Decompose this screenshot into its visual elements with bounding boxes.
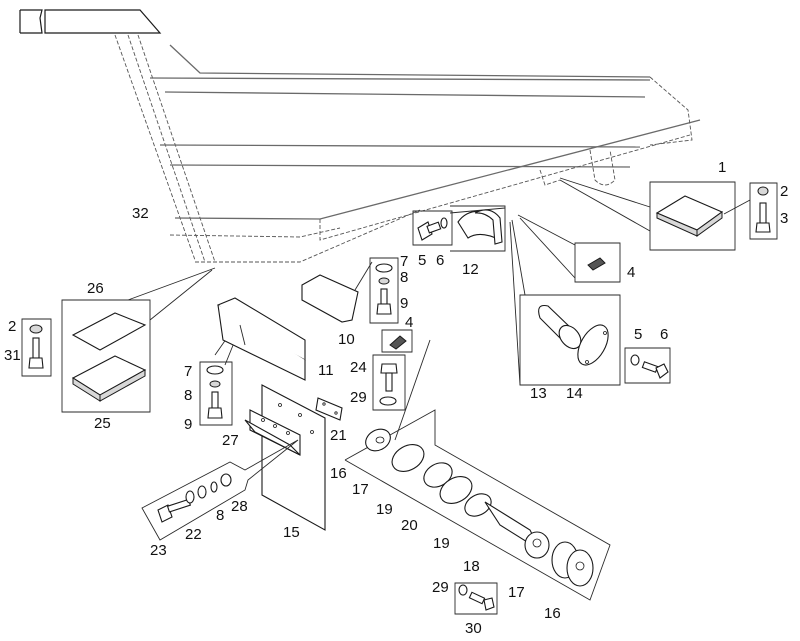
callout-7-left: 7 [184, 363, 192, 380]
callout-16: 16 [330, 465, 347, 482]
mounting-plate-15 [141, 384, 343, 541]
callout-29: 29 [350, 389, 367, 406]
callout-29-b: 29 [432, 579, 449, 596]
callout-8-left: 8 [184, 387, 192, 404]
callout-19-b: 19 [433, 535, 450, 552]
skid-plate-box-left [21, 299, 151, 413]
grease-fitting-box-right [574, 242, 621, 283]
skid-plate-box-right [649, 181, 778, 251]
callout-3: 3 [780, 210, 788, 227]
bracket-11 [199, 297, 306, 426]
guard-10 [301, 257, 399, 324]
callout-17: 17 [352, 481, 369, 498]
callout-23: 23 [150, 542, 167, 559]
callout-21: 21 [330, 427, 347, 444]
callout-2: 2 [780, 183, 788, 200]
callout-13: 13 [530, 385, 547, 402]
callout-7: 7 [400, 253, 408, 270]
callout-6-right: 6 [660, 326, 668, 343]
callout-31: 31 [4, 347, 21, 364]
callout-22: 22 [185, 526, 202, 543]
callout-4-pivot: 4 [405, 314, 413, 331]
callout-19: 19 [376, 501, 393, 518]
callout-27: 27 [222, 432, 239, 449]
callout-8: 8 [400, 269, 408, 286]
callout-5: 5 [418, 252, 426, 269]
sleeve-assembly [344, 409, 611, 615]
callout-14: 14 [566, 385, 583, 402]
bracket-box-12 [412, 205, 506, 252]
pin-and-disc-box [519, 294, 671, 386]
callout-labels: 1 2 3 4 5 6 12 32 7 8 9 10 4 24 29 26 2 … [4, 159, 788, 637]
callout-26: 26 [87, 280, 104, 297]
pivot-bolt-box [372, 329, 413, 411]
vehicle-body-outline [19, 9, 701, 263]
callout-15: 15 [283, 524, 300, 541]
callout-17-b: 17 [508, 584, 525, 601]
callout-18: 18 [463, 558, 480, 575]
callout-32: 32 [132, 205, 149, 222]
callout-6: 6 [436, 252, 444, 269]
callout-1: 1 [718, 159, 726, 176]
callout-25: 25 [94, 415, 111, 432]
callout-10: 10 [338, 331, 355, 348]
callout-16-b: 16 [544, 605, 561, 622]
callout-11: 11 [318, 362, 334, 379]
callout-5-right: 5 [634, 326, 642, 343]
callout-9: 9 [400, 295, 408, 312]
callout-4: 4 [627, 264, 635, 281]
callout-2-left: 2 [8, 318, 16, 335]
callout-20: 20 [401, 517, 418, 534]
callout-30: 30 [465, 620, 482, 637]
callout-24: 24 [350, 359, 367, 376]
callout-12: 12 [462, 261, 479, 278]
callout-8-c: 8 [216, 507, 224, 524]
callout-28: 28 [231, 498, 248, 515]
callout-9-left: 9 [184, 416, 192, 433]
